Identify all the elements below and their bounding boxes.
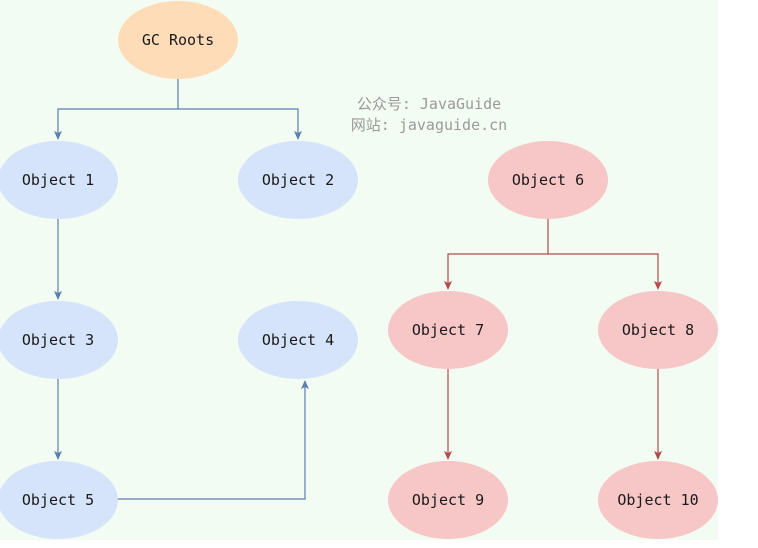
diagram-background: [0, 0, 718, 540]
node-object-2: Object 2: [238, 141, 358, 219]
node-object-10-label: Object 10: [617, 491, 698, 509]
node-object-3-label: Object 3: [22, 331, 94, 349]
arrowhead-obj2: [294, 131, 302, 140]
node-object-4-label: Object 4: [262, 331, 334, 349]
node-object-4: Object 4: [238, 301, 358, 379]
node-object-8-label: Object 8: [622, 321, 694, 339]
node-object-6-label: Object 6: [512, 171, 584, 189]
unreachable-arrowheads: [444, 281, 662, 460]
node-object-5: Object 5: [0, 461, 118, 539]
node-object-8: Object 8: [598, 291, 718, 369]
node-object-1: Object 1: [0, 141, 118, 219]
arrowhead-obj7: [444, 281, 452, 290]
node-gc-roots: GC Roots: [118, 1, 238, 79]
node-gc-roots-label: GC Roots: [142, 31, 214, 49]
arrowhead-obj4: [301, 380, 309, 389]
edge-obj6-obj8: [548, 253, 659, 283]
node-object-7-label: Object 7: [412, 321, 484, 339]
node-object-1-label: Object 1: [22, 171, 94, 189]
arrowhead-obj1: [54, 131, 62, 140]
node-object-3: Object 3: [0, 301, 118, 379]
unreachable-edges: [447, 219, 659, 453]
node-object-9-label: Object 9: [412, 491, 484, 509]
reachable-edges: [57, 79, 306, 500]
reachable-arrowheads: [54, 131, 309, 460]
node-object-2-label: Object 2: [262, 171, 334, 189]
node-object-7: Object 7: [388, 291, 508, 369]
watermark-line-2: 网站: javaguide.cn: [350, 116, 508, 134]
node-object-10: Object 10: [598, 461, 718, 539]
arrowhead-obj8: [654, 281, 662, 290]
node-object-6: Object 6: [488, 141, 608, 219]
arrowhead-obj10: [654, 451, 662, 460]
node-object-9: Object 9: [388, 461, 508, 539]
edge-roots-obj2: [178, 108, 299, 133]
arrowhead-obj3: [54, 291, 62, 300]
node-object-5-label: Object 5: [22, 491, 94, 509]
edge-roots-obj1: [57, 79, 179, 133]
edge-obj5-obj4: [118, 387, 306, 500]
watermark-line-1: 公众号: JavaGuide: [356, 95, 502, 113]
arrowhead-obj9: [444, 451, 452, 460]
watermark: 公众号: JavaGuide 网站: javaguide.cn: [346, 94, 512, 136]
edge-obj6-obj7: [447, 219, 549, 283]
arrowhead-obj5: [54, 451, 62, 460]
